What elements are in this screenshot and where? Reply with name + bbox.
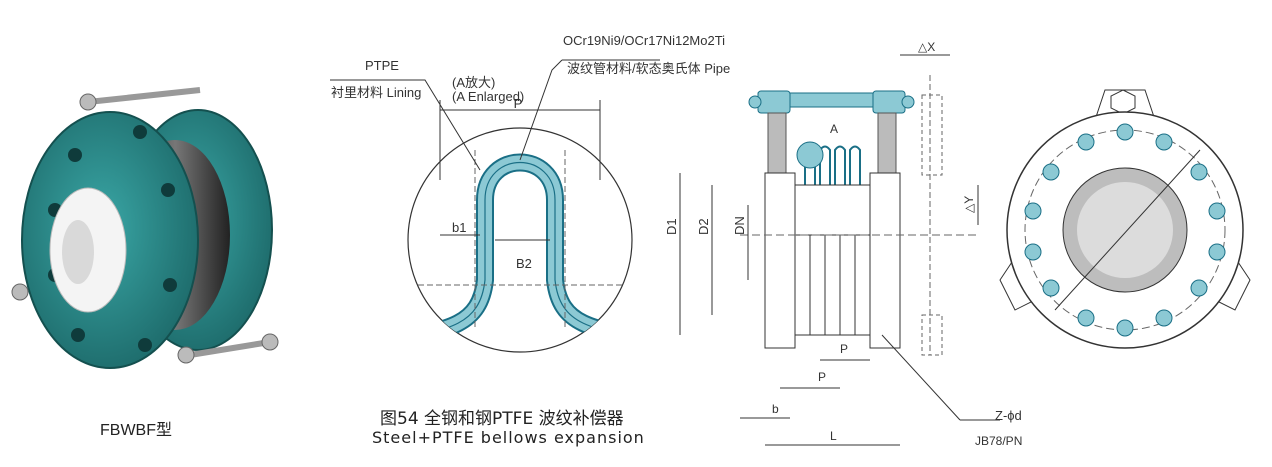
- dim-d2-label: D2: [696, 218, 711, 235]
- caption-en: Steel+PTFE bellows expansion: [372, 428, 645, 447]
- lining-label-en: PTPE: [365, 58, 399, 73]
- pipe-label: 波纹管材料/软态奥氏体 Pipe: [567, 61, 731, 76]
- dim-p1-label: P: [840, 342, 848, 356]
- enlarged-detail-diagram: P b1 B2: [330, 59, 660, 353]
- pipe-material-label: OCr19Ni9/OCr17Ni12Mo2Ti: [563, 33, 726, 48]
- dim-p2-label: P: [818, 370, 826, 384]
- dim-l-label: L: [830, 429, 837, 443]
- bolt-spec-label: Z-ϕd: [995, 408, 1022, 423]
- caption-cn: 图54 全钢和钢PTFE 波纹补偿器: [380, 409, 624, 429]
- dim-a-label: A: [830, 122, 838, 136]
- dim-dn-label: DN: [732, 216, 747, 235]
- section-view-diagram: △X △Y A D1 D2 DN P P b L: [664, 40, 1000, 446]
- product-photo: [11, 87, 279, 369]
- dim-b2-label: B2: [516, 256, 532, 271]
- dim-b-label: b: [772, 402, 779, 416]
- enlarged-label-cn: (A放大): [452, 75, 496, 90]
- dim-p-label: P: [514, 96, 523, 111]
- dim-d1-label: D1: [664, 218, 679, 235]
- dim-dx-label: △X: [918, 40, 935, 54]
- flange-end-view: [999, 89, 1251, 349]
- dim-dy-label: △Y: [962, 196, 976, 213]
- standard-label: JB78/PN: [975, 434, 1023, 448]
- enlarged-label-en: (A Enlarged): [452, 89, 525, 104]
- dim-b1-label: b1: [452, 220, 466, 235]
- product-label: FBWBF型: [100, 422, 172, 439]
- lining-label-cn: 衬里材料 Lining: [331, 85, 422, 100]
